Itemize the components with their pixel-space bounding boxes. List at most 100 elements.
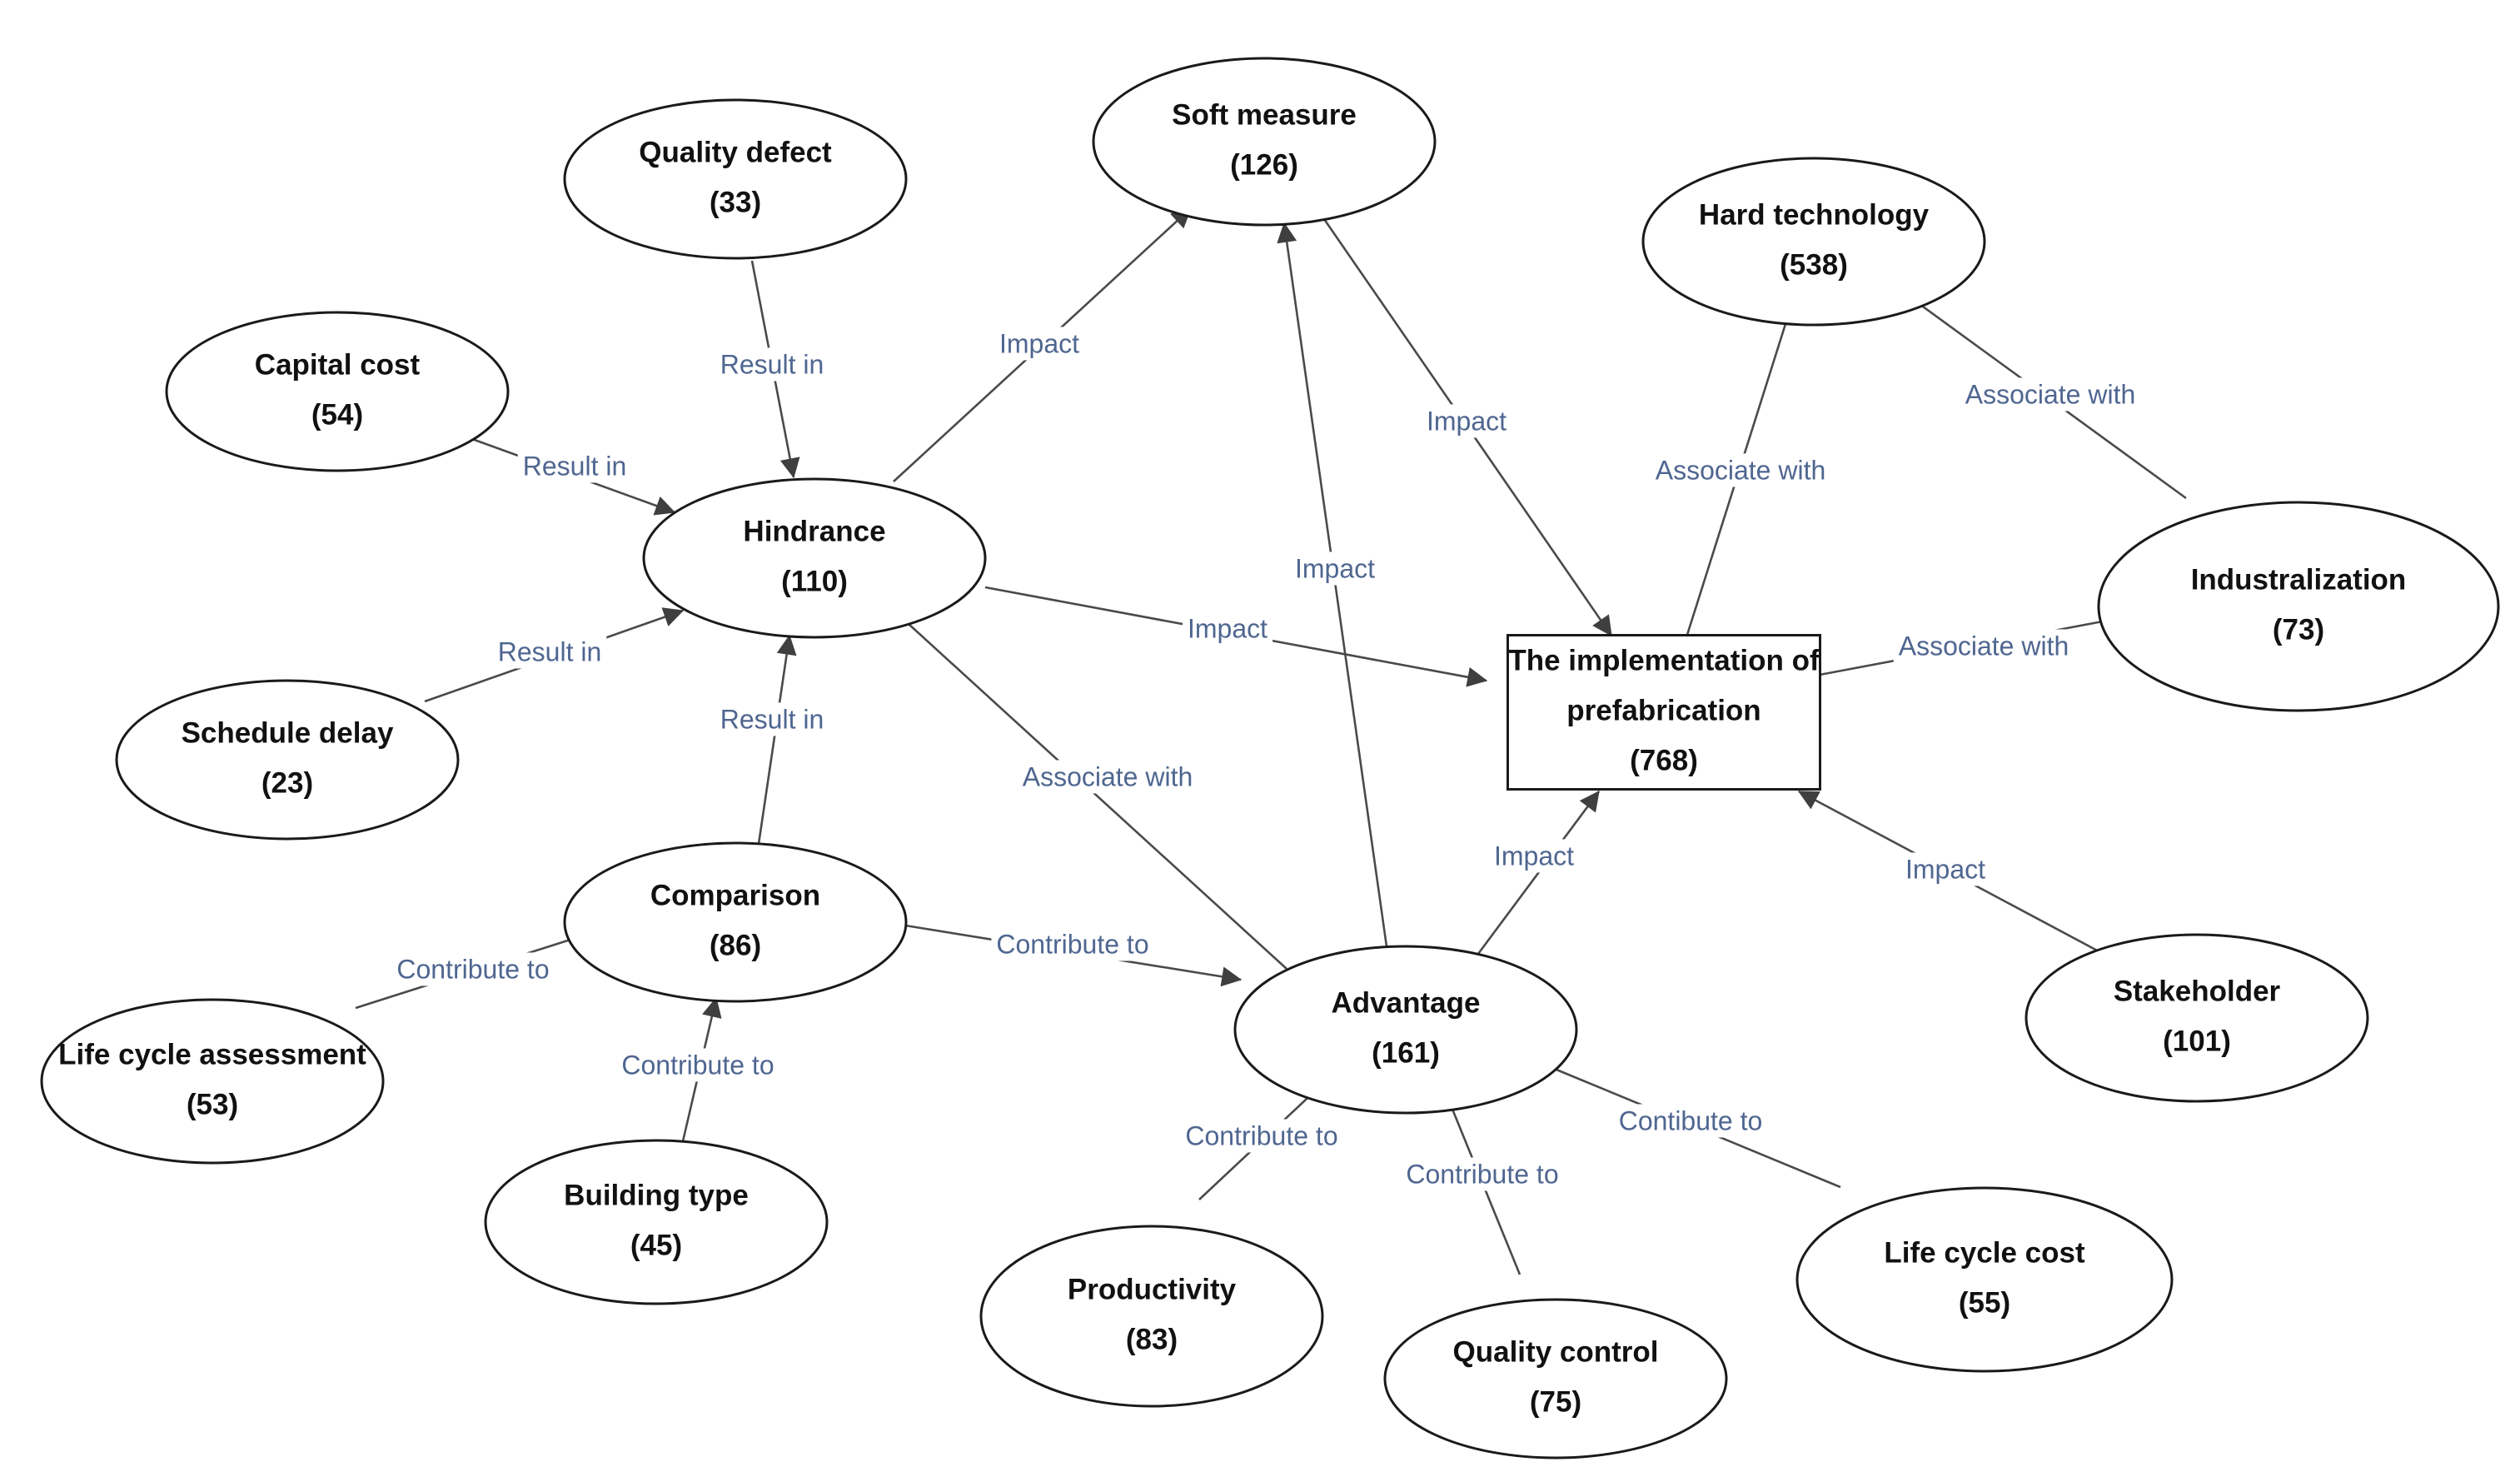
edge-line-hindrance-advantage: [908, 623, 1287, 970]
edge-line-comparison-hindrance: [757, 634, 797, 845]
node-count: (23): [261, 766, 313, 799]
node-count: (55): [1959, 1286, 2010, 1319]
node-schedule: Schedule delay (23): [115, 679, 460, 841]
node-title: Soft measure: [1172, 98, 1357, 131]
node-title: Schedule delay: [182, 716, 394, 749]
edge-label-background: [1900, 852, 1991, 886]
node-title: Capital cost: [255, 348, 421, 381]
edge-label-background: [994, 327, 1085, 361]
edge-label-schedule-hindrance: Result in: [498, 636, 602, 666]
node-title: prefabrication: [1566, 694, 1761, 726]
edge-label-background: [492, 635, 607, 669]
node-title: Life cycle cost: [1884, 1236, 2085, 1269]
edge-label-hindrance-impl: Impact: [1188, 613, 1267, 643]
edge-label-background: [1613, 1104, 1768, 1138]
node-ellipse: [1092, 57, 1437, 227]
edge-label-lcc-advantage: Contibute to: [1619, 1105, 1763, 1135]
node-ellipse: [165, 311, 510, 472]
node-title: Hindrance: [743, 515, 885, 547]
edge-label-qc-advantage: Contribute to: [1406, 1159, 1558, 1189]
edge-label-background: [715, 347, 829, 382]
node-count: (768): [1630, 744, 1698, 776]
edge-label-background: [391, 952, 555, 986]
node-count: (86): [710, 929, 761, 961]
edge-label-comparison-advantage: Contribute to: [996, 929, 1148, 959]
edge-label-quality_defect-hindrance: Result in: [720, 349, 824, 379]
node-ellipse: [40, 998, 385, 1165]
node-ellipse: [1383, 1298, 1728, 1460]
node-productivity: Productivity (83): [979, 1225, 1324, 1408]
edge-label-background: [1488, 839, 1580, 873]
node-quality-defect: Quality defect (33): [563, 98, 908, 260]
node-title: Productivity: [1068, 1273, 1237, 1305]
edge-label-background: [1017, 760, 1198, 794]
edge-label-stakeholder-impl: Impact: [1905, 854, 1985, 884]
node-ellipse: [2024, 933, 2369, 1103]
edge-labels: Result in Result in Result in Result in Impa…: [391, 327, 2141, 1191]
node-count: (161): [1372, 1036, 1440, 1069]
edge-label-soft-impl: Impact: [1427, 406, 1507, 436]
edge-label-hindrance-advantage: Associate with: [1023, 761, 1193, 791]
node-title: Hard technology: [1699, 198, 1930, 231]
node-ellipse: [484, 1139, 829, 1305]
edge-label-background: [991, 927, 1154, 961]
edge-line-advantage-impl: [1477, 791, 1601, 955]
edge-label-background: [1401, 1157, 1564, 1191]
edge-label-background: [1182, 611, 1273, 646]
edge-label-hard-impl: Associate with: [1656, 455, 1826, 485]
edge-label-hard-industrial: Associate with: [1965, 379, 2136, 409]
node-impl: The implementation of prefabrication (768): [1507, 634, 1821, 791]
node-title: Quality defect: [639, 136, 832, 168]
node-ellipse: [1641, 157, 1986, 327]
node-count: (73): [2273, 613, 2324, 646]
node-ellipse: [642, 477, 987, 639]
node-count: (83): [1126, 1323, 1178, 1355]
edge-label-background: [715, 702, 829, 736]
edge-label-comparison-hindrance: Result in: [720, 704, 824, 734]
node-ellipse: [1795, 1186, 2174, 1373]
node-box: [1507, 634, 1821, 791]
node-title: Industralization: [2191, 563, 2407, 596]
node-ellipse: [979, 1225, 1324, 1408]
node-soft: Soft measure (126): [1092, 57, 1437, 227]
edge-label-capital-hindrance: Result in: [523, 451, 627, 481]
node-qc: Quality control (75): [1383, 1298, 1728, 1460]
node-lcc: Life cycle cost (55): [1795, 1186, 2174, 1373]
edge-label-background: [616, 1048, 779, 1082]
node-capital: Capital cost (54): [165, 311, 510, 472]
edge-label-advantage-impl: Impact: [1494, 841, 1574, 871]
node-stakeholder: Stakeholder (101): [2024, 933, 2369, 1103]
edge-label-lca-comparison: Contribute to: [396, 954, 549, 984]
node-title: Advantage: [1332, 986, 1481, 1019]
edge-label-hindrance-soft: Impact: [999, 328, 1079, 358]
edge-label-background: [1421, 404, 1512, 438]
node-count: (54): [311, 398, 363, 431]
edge-label-building-comparison: Contribute to: [621, 1050, 774, 1080]
node-count: (75): [1530, 1385, 1581, 1418]
node-advantage: Advantage (161): [1233, 945, 1578, 1115]
node-ellipse: [563, 841, 908, 1003]
node-hindrance: Hindrance (110): [642, 477, 987, 639]
node-title: Quality control: [1453, 1335, 1659, 1368]
node-title: Life cycle assessment: [58, 1038, 366, 1070]
node-count: (101): [2163, 1025, 2231, 1057]
edges: [355, 207, 2187, 1275]
edge-label-background: [1893, 629, 2074, 663]
edge-label-background: [517, 449, 632, 483]
node-lca: Life cycle assessment(53): [40, 998, 385, 1165]
node-title: The implementation of: [1508, 644, 1820, 676]
node-title: Building type: [564, 1179, 749, 1211]
edge-label-productivity-advantage: Contribute to: [1185, 1120, 1337, 1150]
node-title: Stakeholder: [2114, 975, 2281, 1007]
node-count: (538): [1780, 248, 1848, 281]
node-ellipse: [115, 679, 460, 841]
node-count: (33): [710, 186, 761, 218]
node-ellipse: [1233, 945, 1578, 1115]
nodes: The implementation of prefabrication (768)…: [40, 57, 2500, 1460]
node-count: (126): [1230, 148, 1298, 181]
edge-label-background: [1289, 551, 1381, 586]
node-count: (110): [781, 565, 848, 597]
edge-label-background: [1960, 377, 2141, 412]
edge-label-industrial-impl: Associate with: [1899, 631, 2069, 661]
